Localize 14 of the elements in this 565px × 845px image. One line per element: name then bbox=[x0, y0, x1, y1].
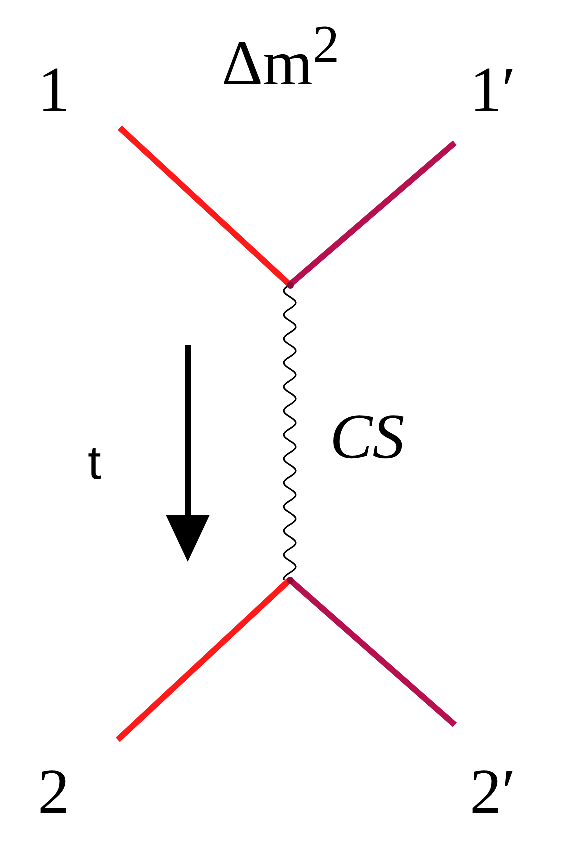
particle-label: 1 bbox=[38, 58, 70, 122]
wavy-line bbox=[283, 284, 297, 580]
edge-label: CS bbox=[330, 405, 405, 469]
particle-line bbox=[288, 140, 457, 288]
particle-line bbox=[116, 578, 292, 742]
vertex-point bbox=[287, 577, 294, 584]
vertex-point bbox=[287, 282, 294, 289]
particle-label: 2′ bbox=[470, 760, 516, 824]
particle-line bbox=[118, 126, 292, 288]
mass-label: Δm$^{2}$ bbox=[222, 18, 340, 96]
particle-label: 1′ bbox=[470, 58, 516, 122]
time-label: t bbox=[88, 440, 102, 488]
particle-label: 2 bbox=[38, 760, 70, 824]
particle-line bbox=[288, 578, 457, 728]
